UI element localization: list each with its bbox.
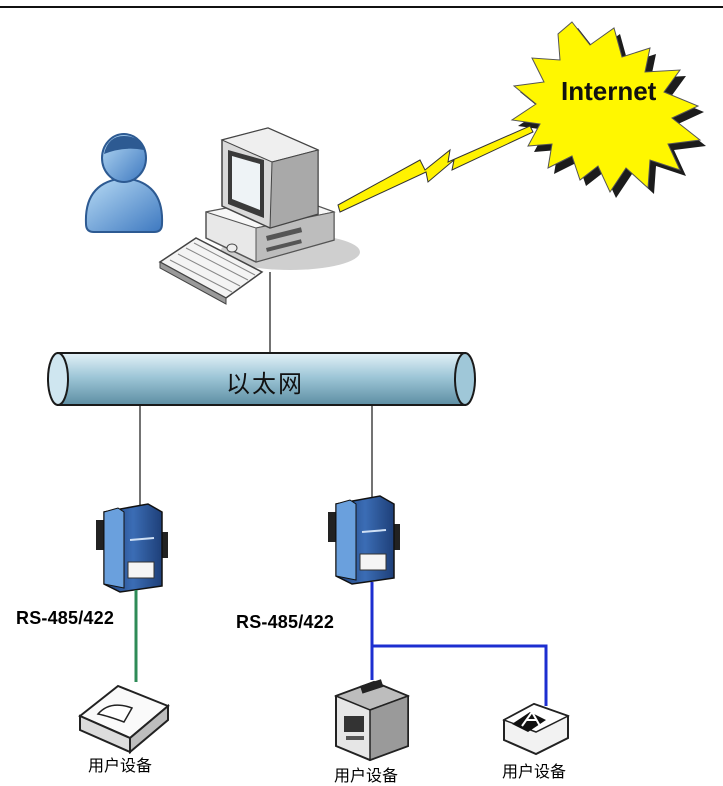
user-device-reader-right (502, 702, 570, 756)
device-label-right: 用户设备 (502, 764, 567, 781)
ethernet-label: 以太网 (226, 371, 304, 398)
internet-label: Internet (561, 76, 657, 106)
user-device-terminal-middle (333, 679, 411, 762)
computer-icon (158, 127, 360, 305)
device-server-left (96, 503, 168, 593)
interface-label-right: RS-485/422 (236, 612, 335, 632)
device-label-middle: 用户设备 (334, 768, 399, 785)
top-border-line (0, 6, 723, 8)
ethernet-pipe (47, 352, 476, 406)
interface-label-left: RS-485/422 (16, 608, 115, 628)
user-device-printer-left (78, 684, 170, 755)
blue-serial-link (370, 582, 548, 706)
user-icon (84, 133, 164, 233)
device-server-right (328, 495, 400, 585)
internet-cloud (510, 21, 706, 198)
device-label-left: 用户设备 (88, 758, 153, 775)
lightning-link (337, 125, 534, 213)
